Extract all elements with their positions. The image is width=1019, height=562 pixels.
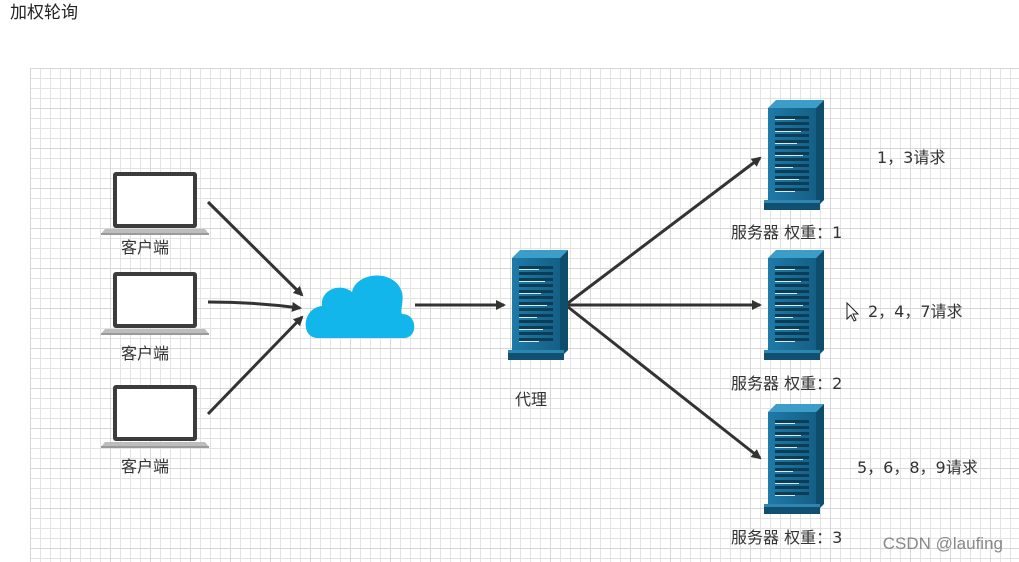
server-label-3: 服务器 权重：3	[731, 528, 843, 547]
proxy-label: 代理	[515, 390, 548, 409]
page-title: 加权轮询	[10, 3, 78, 23]
client-laptop-1	[101, 172, 209, 235]
server-icon-3	[764, 404, 824, 514]
client-label-3: 客户端	[121, 457, 170, 476]
arrow-client2-cloud	[207, 300, 302, 312]
arrow-proxy-server1	[567, 156, 762, 305]
watermark: CSDN @laufing	[882, 534, 1003, 553]
mouse-cursor-icon	[846, 301, 860, 322]
server-2-requests: 2，4，7请求	[868, 302, 963, 321]
client-laptop-3	[101, 385, 209, 448]
proxy-server-icon	[508, 250, 568, 360]
arrow-proxy-server3	[567, 305, 762, 460]
server-3-requests: 5，6，8，9请求	[857, 458, 978, 477]
server-icon-1	[764, 100, 824, 210]
client-laptop-2	[101, 272, 209, 335]
server-label-1: 服务器 权重：1	[731, 223, 843, 242]
arrow-client3-cloud	[206, 315, 304, 416]
server-icon-2	[764, 250, 824, 360]
cloud-icon	[305, 275, 415, 338]
client-label-2: 客户端	[121, 344, 170, 363]
arrow-client1-cloud	[206, 200, 304, 297]
server-1-requests: 1，3请求	[877, 148, 946, 167]
server-label-2: 服务器 权重：2	[731, 374, 843, 393]
client-label-1: 客户端	[121, 238, 170, 257]
